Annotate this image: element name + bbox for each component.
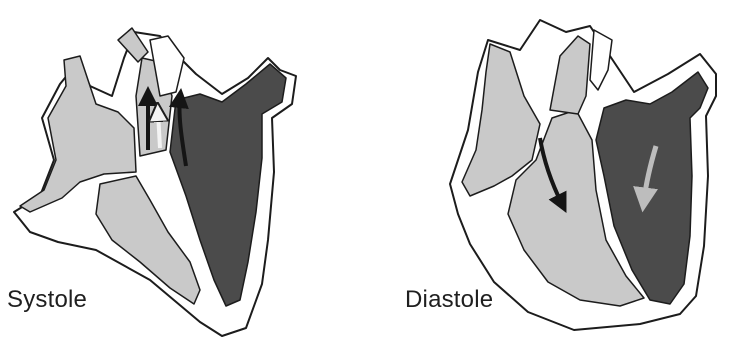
diastole-heart (450, 20, 716, 330)
systole-label: Systole (7, 288, 87, 312)
systole-flow-arrow-white (158, 112, 160, 148)
diastole-label: Diastole (405, 288, 493, 312)
